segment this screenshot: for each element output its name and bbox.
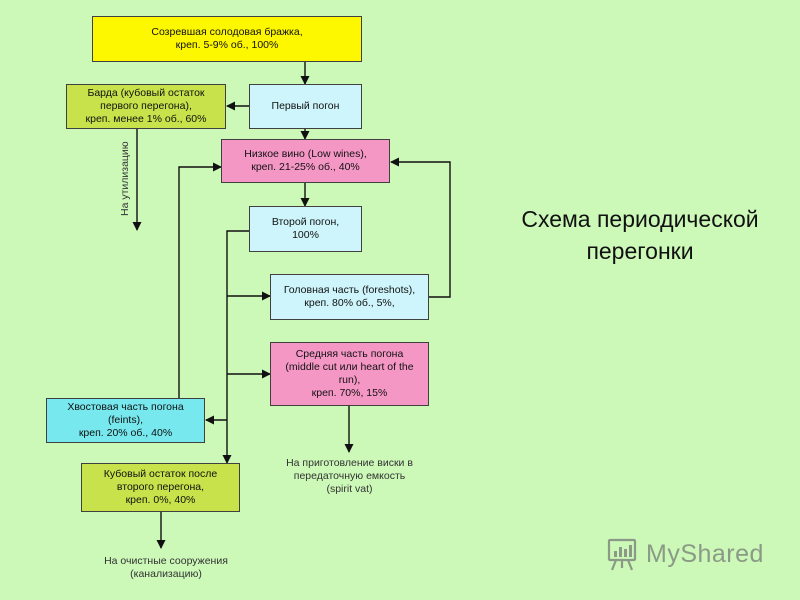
note-whisky-prep: На приготовление виски в передаточную ем… (286, 457, 413, 495)
box-mature-mash: Созревшая солодовая бражка, креп. 5-9% о… (92, 16, 362, 62)
arrow-feints-to-low-wines (178, 162, 222, 398)
watermark-text: MyShared (646, 539, 764, 568)
arrow-foreshots-to-low-wines (390, 157, 451, 298)
box-middle-cut: Средняя часть погона (middle cut или hea… (270, 342, 429, 406)
watermark: MyShared (606, 536, 764, 572)
presentation-board-icon (607, 538, 637, 571)
box-still-residue: Кубовый остаток после второго перегона, … (81, 463, 240, 512)
box-barda: Барда (кубовый остаток первого перегона)… (66, 84, 226, 129)
box-foreshots: Головная часть (foreshots), креп. 80% об… (270, 274, 429, 320)
box-second-run: Второй погон, 100% (249, 206, 362, 252)
arrow-second-run-bus (222, 230, 249, 464)
box-first-run: Первый погон (249, 84, 362, 129)
note-treatment: На очистные сооружения (канализацию) (104, 555, 228, 580)
box-low-wines: Низкое вино (Low wines), креп. 21-25% об… (221, 139, 390, 183)
note-disposal: На утилизацию (119, 141, 131, 216)
box-feints: Хвостовая часть погона (feints), креп. 2… (46, 398, 205, 443)
diagram-title: Схема периодической перегонки (521, 206, 759, 264)
